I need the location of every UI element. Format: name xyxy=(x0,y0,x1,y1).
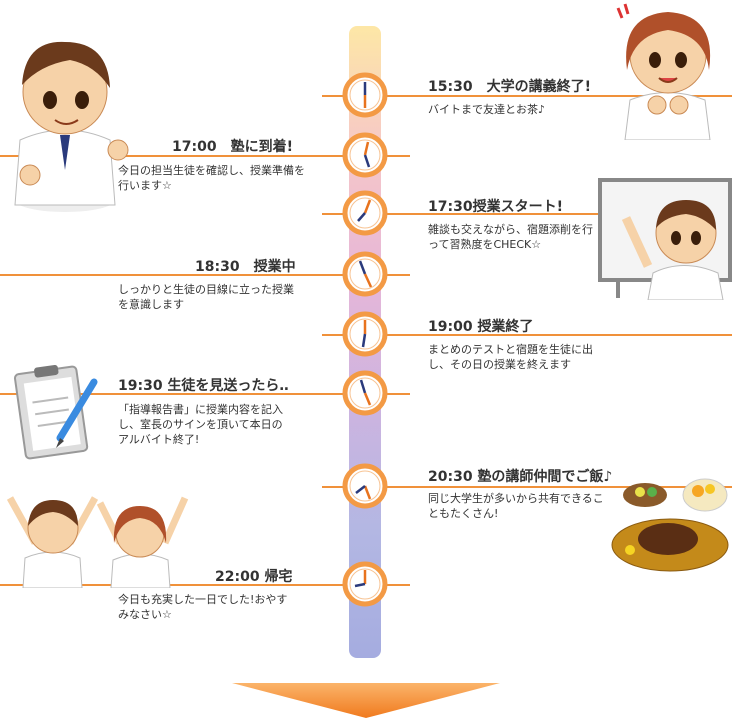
connector-line xyxy=(0,155,410,157)
clock-icon xyxy=(342,463,388,509)
event-time: 17:00 塾に到着! xyxy=(172,139,293,155)
connector-line xyxy=(322,334,732,336)
clock-icon xyxy=(342,251,388,297)
event-description: 今日も充実した一日でした!おやすみなさい☆ xyxy=(118,593,288,621)
dinner-plate-icon xyxy=(611,478,729,572)
whiteboard-teacher-icon xyxy=(598,178,732,300)
event-description: 雑談も交えながら、宿題添削を行って習熟度をCHECK☆ xyxy=(428,223,593,251)
event-time: 18:30 授業中 xyxy=(195,259,296,275)
event-description: しっかりと生徒の目線に立った授業を意識します xyxy=(118,283,294,311)
cheering-students-icon xyxy=(6,496,189,588)
clock-icon xyxy=(342,311,388,357)
male-student-icon xyxy=(14,41,129,212)
event-time: 20:30 塾の講師仲間でご飯♪ xyxy=(428,469,613,485)
connector-line xyxy=(0,274,410,276)
event-description: 「指導報告書」に授業内容を記入し、室長のサインを頂いて本日のアルバイト終了! xyxy=(118,403,283,446)
event-time: 15:30 大学の講義終了! xyxy=(428,79,591,95)
event-time: 19:00 授業終了 xyxy=(428,319,534,335)
connector-line xyxy=(322,486,732,488)
clock-icon xyxy=(342,72,388,118)
connector-line xyxy=(322,213,602,215)
connector-line xyxy=(322,95,732,97)
clock-icon xyxy=(342,132,388,178)
connector-line xyxy=(0,393,410,395)
event-time: 17:30授業スタート! xyxy=(428,199,563,215)
event-description: まとめのテストと宿題を生徒に出し、その日の授業を終えます xyxy=(428,343,593,371)
event-description: 同じ大学生が多いから共有できることもたくさん! xyxy=(428,492,604,520)
event-time: 19:30 生徒を見送ったら‥ xyxy=(118,378,289,394)
clock-icon xyxy=(342,190,388,236)
connector-line xyxy=(0,584,410,586)
clipboard-pen-icon xyxy=(13,365,98,460)
female-student-icon xyxy=(616,3,711,140)
clock-icon xyxy=(342,561,388,607)
event-description: バイトまで友達とお茶♪ xyxy=(428,103,546,116)
clock-icon xyxy=(342,370,388,416)
down-arrow-icon xyxy=(232,683,500,718)
event-time: 22:00 帰宅 xyxy=(215,569,293,585)
event-description: 今日の担当生徒を確認し、授業準備を行います☆ xyxy=(118,164,305,192)
